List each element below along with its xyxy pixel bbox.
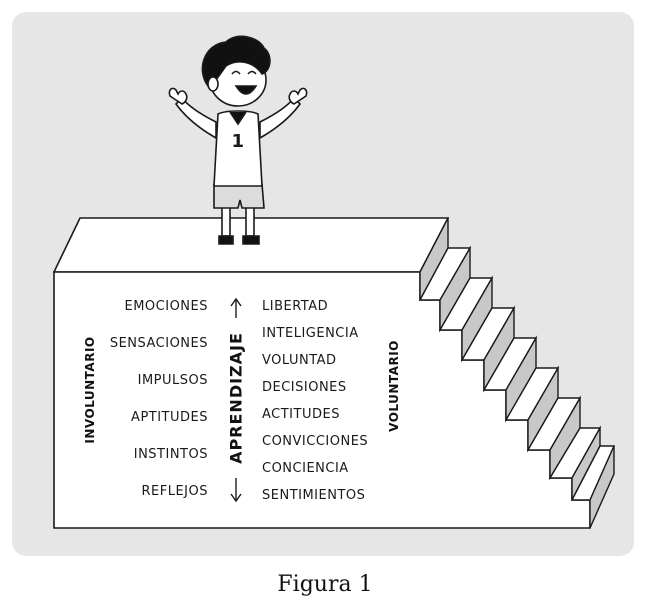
mouth (234, 85, 258, 95)
left-arm (174, 96, 217, 140)
right-shoe (242, 235, 260, 245)
left-eye (231, 70, 241, 75)
learning-arrow (230, 297, 242, 503)
hair (201, 35, 271, 88)
voluntary-item: CONVICCIONES (262, 434, 369, 449)
involuntary-label: INVOLUNTARIO (83, 336, 97, 444)
learning-label: APRENDIZAJE (226, 332, 246, 464)
voluntary-item: CONCIENCIA (262, 461, 349, 476)
shirt (213, 110, 263, 187)
right-eye (247, 70, 257, 75)
voluntary-item: ACTITUDES (262, 407, 340, 422)
involuntary-item: IMPULSOS (137, 373, 208, 388)
collar (229, 111, 247, 126)
voluntary-item: DECISIONES (262, 380, 347, 395)
right-arm (259, 96, 302, 140)
involuntary-item: SENSACIONES (109, 336, 208, 351)
staircase (418, 217, 616, 529)
voluntary-item: SENTIMIENTOS (262, 488, 366, 503)
involuntary-item: EMOCIONES (124, 299, 208, 314)
voluntary-item: INTELIGENCIA (262, 326, 359, 341)
boy-character (168, 35, 308, 245)
shorts (213, 183, 265, 209)
voluntary-item: VOLUNTAD (262, 353, 337, 368)
figure-caption: Figura 1 (277, 572, 373, 597)
involuntary-item: INSTINTOS (133, 447, 208, 462)
involuntary-item: REFLEJOS (141, 484, 208, 499)
shirt-number: 1 (231, 131, 245, 152)
left-hand (168, 87, 188, 105)
right-hand (288, 87, 308, 105)
involuntary-item: APTITUDES (131, 410, 208, 425)
left-shoe (218, 235, 234, 245)
ear (207, 76, 219, 92)
voluntary-item: LIBERTAD (262, 299, 329, 314)
left-leg (221, 205, 231, 237)
voluntary-label: VOLUNTARIO (387, 340, 401, 432)
right-leg (245, 205, 255, 237)
